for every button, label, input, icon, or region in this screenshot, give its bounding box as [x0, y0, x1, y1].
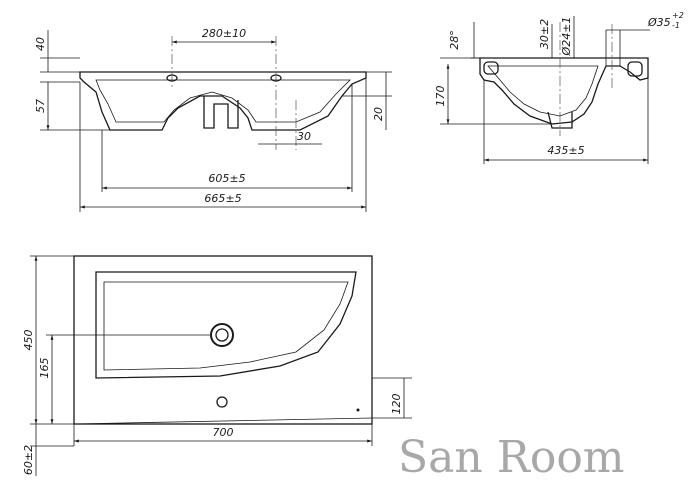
dim-side-drain-tol-lower: -1 — [672, 21, 680, 30]
plan-tap-mark — [356, 408, 360, 412]
dim-plan-tap-offset: 120 — [390, 394, 403, 415]
dim-top-height: 40 — [34, 37, 47, 51]
dim-overall-width: 665±5 — [204, 192, 241, 205]
dim-plan-drain-offset: 165 — [38, 358, 51, 379]
plan-drain-inner — [215, 328, 229, 342]
dim-side-top-offset: 30±2 — [538, 19, 551, 49]
dim-side-drain-tol-upper: +2 — [672, 11, 684, 20]
dim-side-outlet-dia: Ø24±1 — [560, 17, 573, 57]
plan-bowl-inner — [103, 281, 349, 371]
plan-bowl-outline — [95, 271, 357, 379]
plan-tap-hole — [216, 396, 228, 408]
plan-view: 450 165 120 700 60±2 — [22, 255, 412, 476]
dim-plan-depth: 450 — [22, 330, 35, 351]
dim-plan-rear: 60±2 — [22, 445, 35, 475]
side-basin-inner — [487, 65, 599, 117]
side-view: 28° 30±2 Ø24±1 Ø35 +2 -1 170 435±5 — [434, 11, 684, 164]
side-rear-slot — [627, 61, 643, 77]
dim-side-angle: 28° — [448, 30, 461, 50]
front-view: 280±10 40 57 20 30 605±5 665±5 — [34, 27, 392, 212]
dim-inner-width: 605±5 — [208, 172, 245, 185]
side-outlet — [547, 111, 573, 129]
dim-side-height: 170 — [434, 86, 447, 107]
dim-right-height: 20 — [372, 107, 385, 121]
dim-body-height: 57 — [34, 99, 47, 113]
dim-side-drain-dia: Ø35 — [647, 16, 671, 29]
side-overflow-slot — [483, 61, 499, 75]
dim-side-depth: 435±5 — [547, 144, 584, 157]
dim-hole-spacing: 280±10 — [202, 27, 246, 40]
plan-front-edge — [73, 417, 373, 425]
front-basin-inner — [95, 79, 351, 123]
dim-plan-width: 700 — [213, 426, 234, 439]
dim-outlet-offset: 30 — [297, 130, 311, 143]
front-drain-outlet — [203, 96, 239, 129]
side-basin-outline — [479, 57, 649, 125]
plan-outer-outline — [73, 255, 373, 425]
watermark: San Room — [398, 432, 625, 483]
plan-drain-outer — [210, 323, 234, 347]
front-basin-outline — [79, 71, 367, 131]
